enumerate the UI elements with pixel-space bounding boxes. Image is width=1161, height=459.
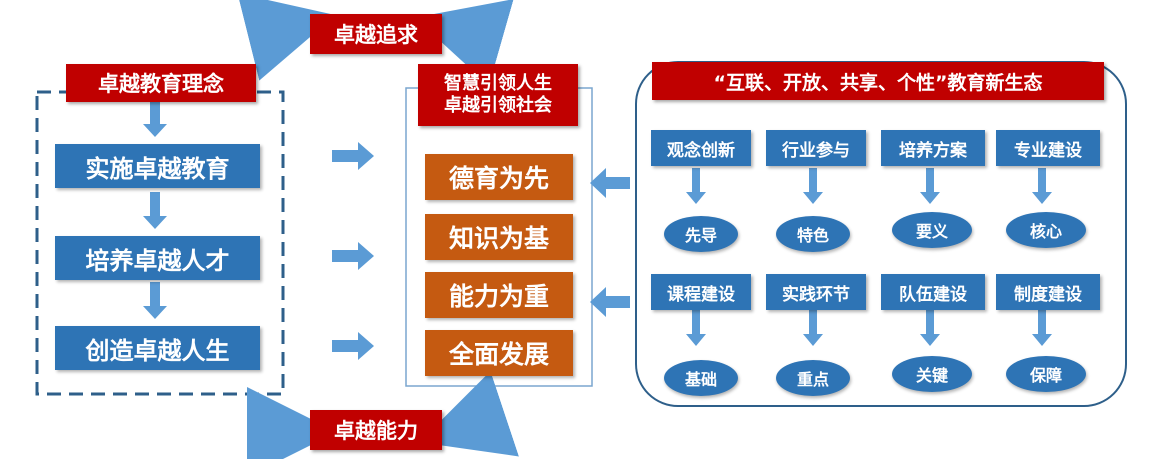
row1-label-2: 行业参与 <box>766 130 866 166</box>
curved-arrow-right-up <box>414 0 514 86</box>
row1-result-1: 先导 <box>664 216 738 252</box>
row1-label-3: 培养方案 <box>881 130 985 166</box>
bottom-goal-label: 卓越能力 <box>310 410 442 450</box>
curved-arrow-left-down <box>246 386 337 459</box>
row1-result-3: 要义 <box>892 212 972 248</box>
center-title-line-2: 卓越引领社会 <box>444 95 552 116</box>
left-panel-title: 卓越教育理念 <box>66 64 256 102</box>
row2-label-3: 队伍建设 <box>881 274 985 310</box>
center-panel-title: 智慧引领人生 卓越引领社会 <box>418 64 578 126</box>
row2-result-1: 基础 <box>664 360 738 396</box>
left-step-2: 培养卓越人才 <box>55 236 260 280</box>
right-block-arrows <box>332 142 374 360</box>
curved-arrow-left-up <box>237 0 336 81</box>
row2-result-3: 关键 <box>892 356 972 392</box>
row1-down-arrows <box>686 168 1052 204</box>
row2-down-arrows <box>686 310 1052 346</box>
row1-label-1: 观念创新 <box>651 130 751 166</box>
center-item-4: 全面发展 <box>425 330 573 376</box>
row1-result-4: 核心 <box>1006 212 1086 248</box>
row1-label-4: 专业建设 <box>996 130 1100 166</box>
center-item-3: 能力为重 <box>425 272 573 318</box>
left-step-3: 创造卓越人生 <box>55 326 260 370</box>
row2-label-2: 实践环节 <box>766 274 866 310</box>
center-item-2: 知识为基 <box>425 214 573 260</box>
curved-arrow-right-down <box>419 371 519 457</box>
left-step-1: 实施卓越教育 <box>55 144 260 188</box>
right-panel-title: “互联、开放、共享、个性”教育新生态 <box>652 62 1104 100</box>
row2-result-4: 保障 <box>1006 356 1086 392</box>
center-title-line-1: 智慧引领人生 <box>444 72 552 94</box>
row1-result-2: 特色 <box>776 216 850 252</box>
center-item-1: 德育为先 <box>425 154 573 200</box>
left-block-arrows <box>590 168 630 317</box>
row2-label-4: 制度建设 <box>996 274 1100 310</box>
top-goal-label: 卓越追求 <box>310 14 442 54</box>
row2-label-1: 课程建设 <box>651 274 751 310</box>
row2-result-2: 重点 <box>776 360 850 396</box>
left-down-arrows <box>143 102 167 319</box>
